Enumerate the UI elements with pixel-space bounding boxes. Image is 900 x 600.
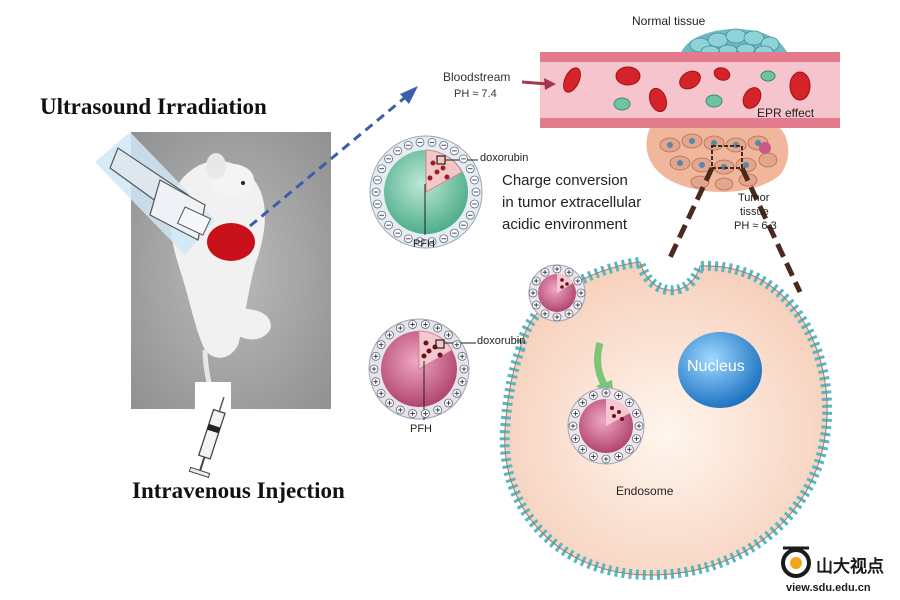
tumor-spot <box>207 223 255 261</box>
watermark-cn: 山大视点 <box>816 557 884 576</box>
pink-particle-positive-charges <box>369 320 469 418</box>
green-nanoparticle <box>369 135 483 249</box>
tissue-label: tissue <box>740 206 769 218</box>
zoom-lines <box>665 166 803 294</box>
bloodstream-label: Bloodstream <box>443 70 511 84</box>
entering-nanoparticle <box>528 264 586 322</box>
charge-line-2: in tumor extracellular <box>502 194 642 211</box>
top-doxorubin-label: doxorubin <box>480 152 529 164</box>
tumor-cell <box>499 256 833 581</box>
tumor-ph-label: PH ≈ 6.3 <box>734 220 777 232</box>
charge-line-1: Charge conversion <box>502 172 628 189</box>
endosome-particle-positive-charges <box>568 388 644 464</box>
bottom-doxorubin-label: doxorubin <box>477 335 526 347</box>
ultrasound-probe-icon <box>95 132 215 255</box>
tumor-to-vessel-arrow <box>249 86 418 228</box>
bottom-pfh-label: PFH <box>410 423 432 435</box>
tumor-label: Tumor <box>738 192 770 204</box>
endosome-label: Endosome <box>616 484 674 498</box>
blood-ph-label: PH ≈ 7.4 <box>454 88 497 100</box>
injection-title: Intravenous Injection <box>132 478 345 503</box>
normal-tissue-label: Normal tissue <box>632 14 706 28</box>
charge-line-3: acidic environment <box>502 216 628 233</box>
top-pfh-label: PFH <box>413 238 435 250</box>
nucleus <box>678 332 762 408</box>
nucleus-label: Nucleus <box>687 358 745 375</box>
green-particle-negative-charges <box>371 137 481 247</box>
ultrasound-title: Ultrasound Irradiation <box>40 94 267 119</box>
syringe-icon <box>188 396 226 478</box>
watermark-url: view.sdu.edu.cn <box>786 582 871 594</box>
watermark-logo <box>781 546 811 578</box>
entering-particle-positive-charges <box>528 264 586 322</box>
blood-vessel <box>521 28 840 192</box>
epr-label: EPR effect <box>757 106 815 120</box>
pink-nanoparticle <box>368 318 476 420</box>
